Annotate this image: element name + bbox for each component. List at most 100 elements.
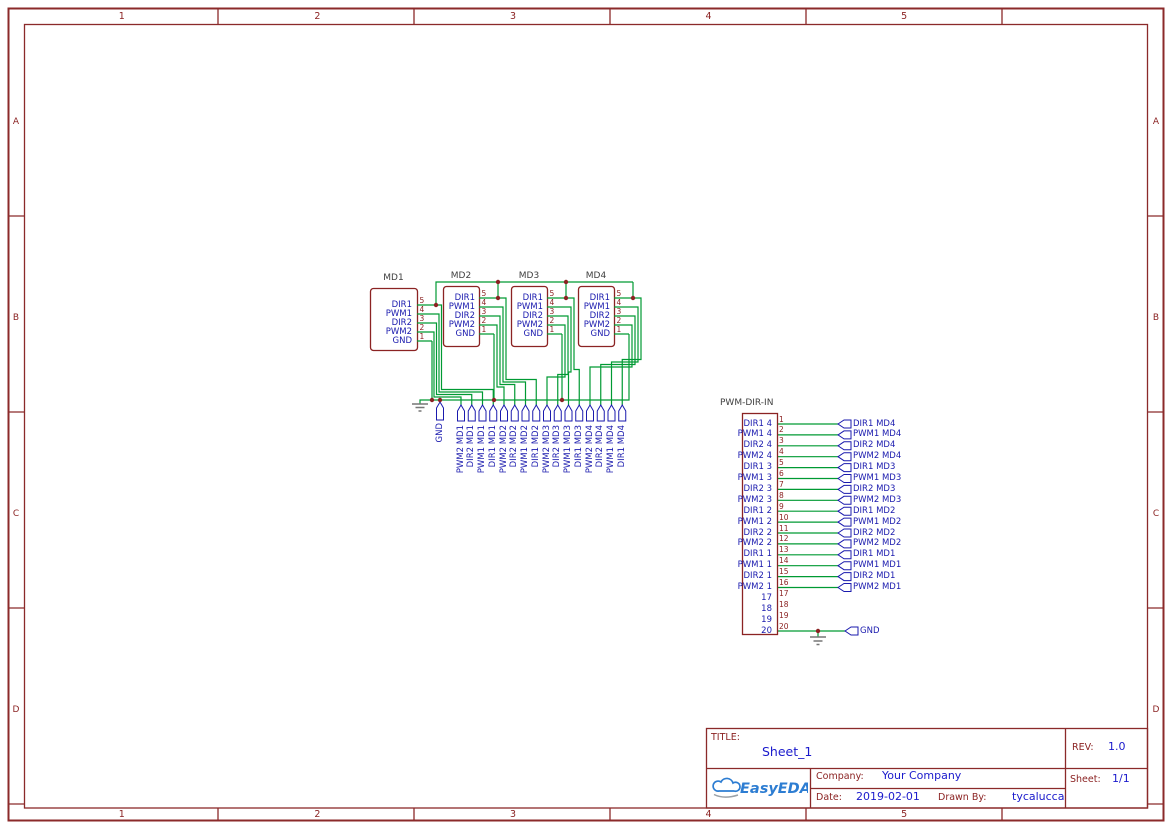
ground-symbol-right xyxy=(810,636,826,646)
md3-label[interactable]: MD3 xyxy=(518,271,540,281)
net-flag-label[interactable]: DIR1 MD1 xyxy=(487,425,498,468)
net-flags-up[interactable] xyxy=(436,401,627,422)
net-flag-label[interactable]: DIR2 MD4 xyxy=(595,425,606,468)
pin-name: PWM1 xyxy=(448,301,475,312)
junction-dots xyxy=(429,279,821,634)
md-connector-bodies[interactable] xyxy=(369,285,616,352)
net-flag-label[interactable]: PWM2 MD3 xyxy=(853,494,902,505)
net-flag-label[interactable]: PWM2 MD2 xyxy=(853,538,902,549)
net-flag-label[interactable]: DIR1 MD4 xyxy=(853,418,896,429)
ruler-row-letter: D xyxy=(12,705,20,715)
net-flag-label[interactable]: PWM1 MD1 xyxy=(853,560,902,571)
net-flag-label[interactable]: DIR2 MD2 xyxy=(509,425,520,468)
pin-name: DIR1 3 xyxy=(743,462,772,473)
pin-name: PWM2 3 xyxy=(737,494,772,505)
pin-number: 1 xyxy=(549,324,555,334)
ruler-col-number: 1 xyxy=(118,10,125,22)
net-flag-label[interactable]: DIR2 MD4 xyxy=(853,440,896,451)
pin-name: PWM1 4 xyxy=(737,429,772,440)
net-flag-label[interactable]: DIR2 MD3 xyxy=(552,425,563,468)
pin-number: 13 xyxy=(779,545,789,555)
net-flag-label[interactable]: GND xyxy=(434,423,445,443)
pin-number: 4 xyxy=(549,297,555,307)
net-flag-label[interactable]: DIR2 MD2 xyxy=(853,527,896,538)
net-flag-label[interactable]: PWM1 MD3 xyxy=(563,425,574,474)
md4-label[interactable]: MD4 xyxy=(585,271,607,281)
net-flag-label[interactable]: PWM1 MD4 xyxy=(853,429,902,440)
sheet-value[interactable]: 1/1 xyxy=(1112,772,1130,785)
pin-number: 3 xyxy=(419,313,425,323)
net-flag-label[interactable]: DIR1 MD1 xyxy=(853,549,896,560)
pin-number: 2 xyxy=(419,322,425,332)
pin-number: 1 xyxy=(779,414,784,424)
net-flag-label[interactable]: PWM2 MD1 xyxy=(455,425,466,474)
ruler-row-letter: B xyxy=(1152,313,1160,323)
net-flag-label[interactable]: DIR2 MD3 xyxy=(853,483,896,494)
pin-name: PWM1 2 xyxy=(737,516,772,527)
company-label: Company: xyxy=(816,771,864,782)
wires[interactable] xyxy=(417,281,845,637)
gnd-label-left[interactable]: GND xyxy=(435,423,446,493)
date-value[interactable]: 2019-02-01 xyxy=(856,790,920,803)
net-flag-label[interactable]: DIR1 MD3 xyxy=(853,462,896,473)
net-flag-label[interactable]: PWM1 MD4 xyxy=(606,425,617,474)
net-flag-label[interactable]: PWM1 MD2 xyxy=(520,425,531,474)
pin-name: GND xyxy=(523,328,544,339)
gnd-label-right[interactable]: GND xyxy=(860,625,880,636)
rev-label: REV: xyxy=(1072,742,1094,753)
pin-number: 4 xyxy=(779,447,784,457)
md2-label[interactable]: MD2 xyxy=(450,271,472,281)
pin-number: 10 xyxy=(779,512,789,522)
net-flag-label[interactable]: PWM1 MD3 xyxy=(853,473,902,484)
gnd-flag-left xyxy=(436,401,444,421)
pin-number: 12 xyxy=(779,534,789,544)
logo-cloud-icon xyxy=(712,777,741,793)
ruler-col-number: 1 xyxy=(118,808,125,820)
pin-number: 3 xyxy=(779,436,784,446)
net-flag-label[interactable]: PWM2 MD2 xyxy=(498,425,509,474)
net-flag-label[interactable]: PWM2 MD3 xyxy=(541,425,552,474)
ruler-row-letter: A xyxy=(12,117,20,127)
pwm-dir-in-label[interactable]: PWM-DIR-IN xyxy=(720,398,774,408)
net-flag-label[interactable]: PWM1 MD1 xyxy=(477,425,488,474)
pwm-dir-in-body[interactable] xyxy=(741,412,779,636)
net-flag-label[interactable]: DIR1 MD2 xyxy=(853,505,896,516)
net-flag-label[interactable]: DIR1 MD3 xyxy=(573,425,584,468)
net-flag-label[interactable]: DIR1 MD2 xyxy=(530,425,541,468)
sheet-title[interactable]: Sheet_1 xyxy=(762,744,813,759)
net-flag-label[interactable]: PWM1 MD2 xyxy=(853,516,902,527)
ruler-col-number: 3 xyxy=(509,10,516,22)
net-flag-label[interactable]: PWM2 MD1 xyxy=(853,581,902,592)
net-flag-label[interactable]: DIR2 MD1 xyxy=(853,571,896,582)
pin-number: 18 xyxy=(779,599,789,609)
net-flag-label[interactable]: PWM2 MD4 xyxy=(584,425,595,474)
pin-number: 5 xyxy=(779,458,784,468)
net-flag-label[interactable]: DIR1 MD4 xyxy=(616,425,627,468)
net-flag-label[interactable]: DIR2 MD1 xyxy=(466,425,477,468)
ruler-col-number: 4 xyxy=(705,10,712,22)
gnd-flag-right xyxy=(844,626,859,636)
pin-name: PWM1 xyxy=(385,308,412,319)
ground-symbols[interactable] xyxy=(412,403,826,646)
pin-number: 14 xyxy=(779,556,789,566)
drawn-by-value[interactable]: tycalucca xyxy=(1012,790,1065,803)
pin-number: 1 xyxy=(616,324,622,334)
net-flag-label[interactable]: PWM2 MD4 xyxy=(853,451,902,462)
md1-label[interactable]: MD1 xyxy=(383,273,404,283)
drawn-by-label: Drawn By: xyxy=(938,792,987,803)
rev-value[interactable]: 1.0 xyxy=(1108,740,1126,753)
company-value[interactable]: Your Company xyxy=(882,769,962,782)
pin-number: 19 xyxy=(779,610,789,620)
pin-name: 19 xyxy=(761,614,772,625)
pin-name: PWM2 xyxy=(448,319,475,330)
